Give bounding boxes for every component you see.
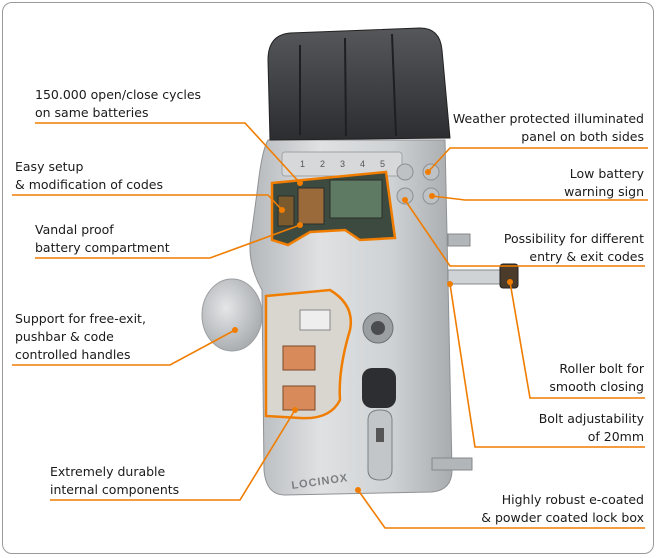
handle-knob xyxy=(201,278,263,352)
leader-cycles xyxy=(35,122,301,184)
leader-low-battery xyxy=(431,195,648,201)
keypad-digit-4: 4 xyxy=(360,159,365,169)
label-roller: Roller bolt for smooth closing xyxy=(549,361,644,394)
leader-bolt-adjust xyxy=(449,283,645,448)
leader-entry-exit xyxy=(404,199,645,267)
label-weather: Weather protected illuminated panel on b… xyxy=(452,111,644,144)
keypad-digit-2: 2 xyxy=(320,159,325,169)
keypad-digit-3: 3 xyxy=(340,159,345,169)
leader-setup xyxy=(12,194,283,211)
label-bolt-adjust: Bolt adjustability of 20mm xyxy=(538,411,644,444)
keypad-digit-1: 1 xyxy=(300,159,305,169)
key-cylinder xyxy=(367,409,393,481)
leader-dots xyxy=(232,169,513,493)
leader-lines xyxy=(12,122,648,529)
leader-internal xyxy=(50,409,296,501)
roller-bolt xyxy=(447,269,509,285)
label-setup: Easy setup & modification of codes xyxy=(15,159,163,192)
entry-shaft xyxy=(447,233,471,247)
keypad-digits: 1 2 3 4 5 xyxy=(300,159,385,169)
label-internal: Extremely durable internal components xyxy=(50,464,180,497)
label-entry-exit: Possibility for different entry & exit c… xyxy=(503,231,644,264)
label-low-battery: Low battery warning sign xyxy=(564,166,644,199)
label-robust: Highly robust e-coated & powder coated l… xyxy=(481,492,644,525)
label-cycles: 150.000 open/close cycles on same batter… xyxy=(35,87,202,120)
leader-vandal xyxy=(35,224,301,259)
label-free-exit: Support for free-exit, pushbar & code co… xyxy=(15,311,146,362)
weather-lid xyxy=(267,27,451,141)
leader-roller xyxy=(509,281,645,399)
keypad-digit-5: 5 xyxy=(380,159,385,169)
label-vandal: Vandal proof battery compartment xyxy=(35,222,170,255)
reader-pad xyxy=(362,368,396,408)
leader-free-exit xyxy=(12,329,236,366)
leader-weather xyxy=(427,147,648,173)
bottom-shaft xyxy=(431,457,473,471)
leader-robust xyxy=(357,489,645,529)
